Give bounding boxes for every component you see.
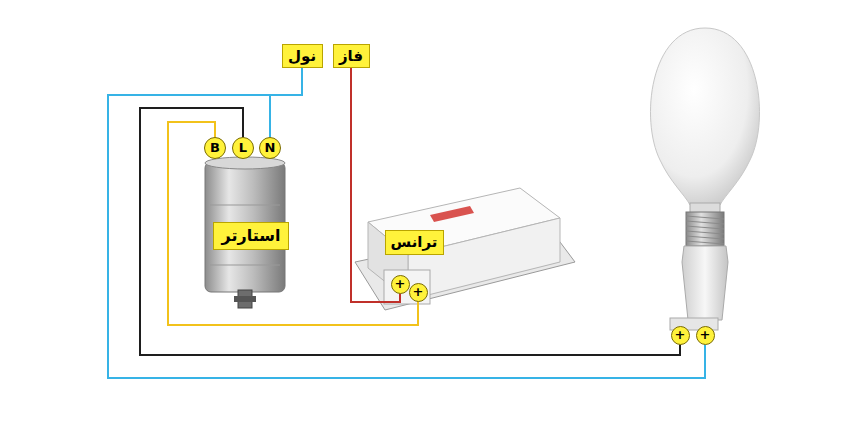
wire (108, 95, 705, 378)
wire (351, 68, 400, 302)
lamp-terminal: + (696, 326, 715, 345)
terminal-n: N (259, 137, 281, 159)
node-text: استارتر (222, 227, 281, 245)
ballast-terminal: + (409, 283, 428, 302)
node-text: + (700, 328, 711, 342)
lamp-bulb (650, 28, 759, 330)
terminal-b: B (204, 137, 226, 159)
starter-label: استارتر (213, 222, 289, 250)
node-text: + (413, 285, 424, 299)
wire (168, 122, 418, 325)
wire (140, 108, 680, 355)
node-text: + (395, 277, 406, 291)
ballast-terminal: + (391, 275, 410, 294)
node-text: + (675, 328, 686, 342)
wire-line (270, 68, 302, 137)
wire-line (351, 68, 400, 302)
node-text: L (239, 141, 247, 155)
wire (270, 68, 302, 137)
terminal-l: L (232, 137, 254, 159)
node-text: B (210, 141, 220, 155)
ballast-label: ترانس (385, 230, 444, 255)
node-text: ترانس (391, 234, 438, 251)
node-text: N (265, 141, 276, 155)
ballast-body (355, 188, 575, 310)
phase-label: فاز (333, 44, 370, 68)
wire-line (108, 95, 705, 378)
neutral-label: نول (282, 44, 323, 68)
wire-line (140, 108, 680, 355)
node-text: نول (288, 48, 316, 65)
wire-line (168, 122, 418, 325)
lamp-terminal: + (671, 326, 690, 345)
node-text: فاز (339, 48, 363, 65)
